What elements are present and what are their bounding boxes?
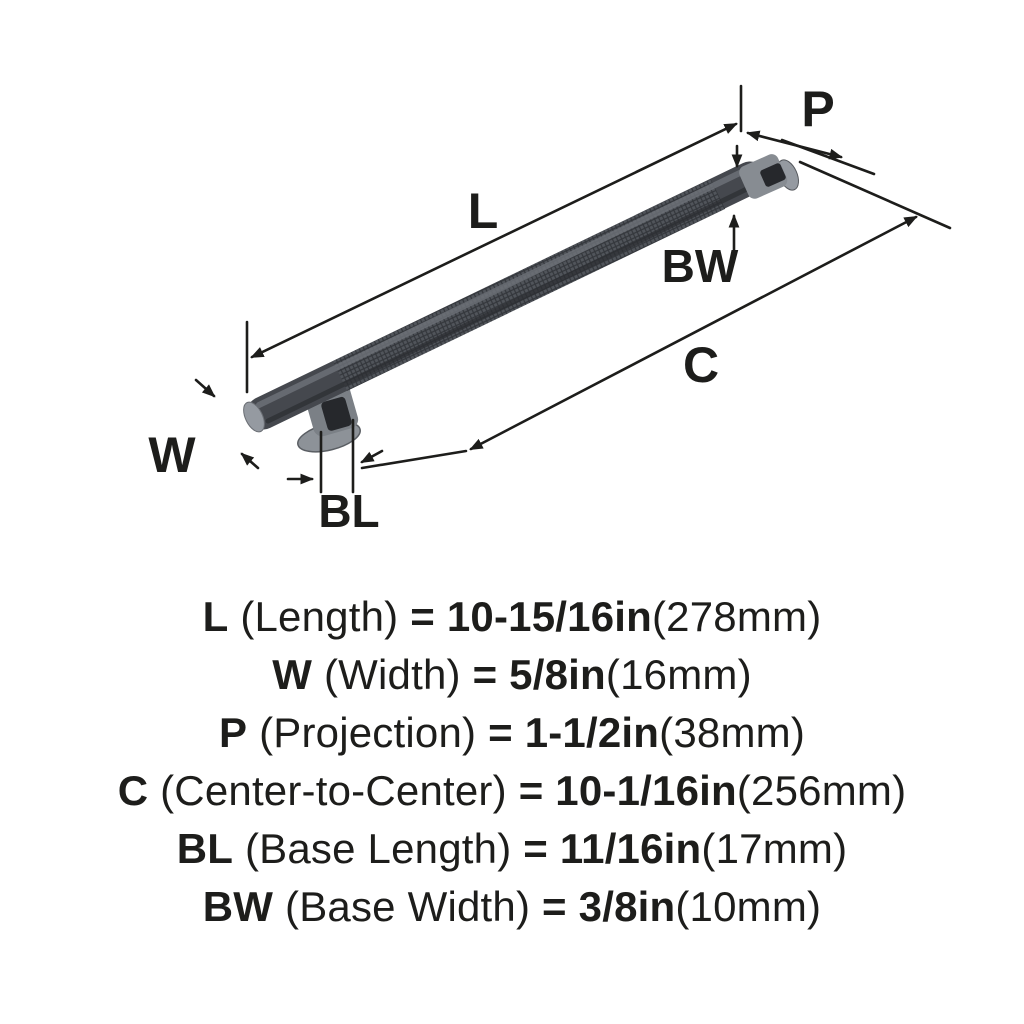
handle-right-post <box>739 154 799 199</box>
dimension-lines <box>194 84 952 494</box>
spec-name: (Projection) <box>259 709 477 756</box>
handle-left-post <box>297 377 361 453</box>
spec-metric: (16mm) <box>605 651 752 698</box>
spec-equals: = <box>518 767 544 814</box>
spec-metric: (256mm) <box>736 767 907 814</box>
arrow-BL-right <box>360 449 384 464</box>
spec-value: 11/16in <box>559 825 702 872</box>
spec-metric: (17mm) <box>701 825 848 872</box>
spec-line-base-width: BW (Base Width) = 3/8in(10mm) <box>0 878 1024 936</box>
dimension-diagram: L P BW C W BL <box>148 81 952 537</box>
spec-line-projection: P (Projection) = 1-1/2in(38mm) <box>0 704 1024 762</box>
spec-equals: = <box>472 651 498 698</box>
label-base-width: BW <box>662 240 739 292</box>
spec-value: 1-1/2in <box>524 709 660 756</box>
spec-name: (Length) <box>240 593 399 640</box>
spec-equals: = <box>410 593 435 640</box>
spec-symbol: BW <box>202 883 274 930</box>
spec-symbol: L <box>202 593 229 640</box>
label-projection: P <box>801 81 834 137</box>
left-post-slot <box>321 396 352 431</box>
dimension-labels: L P BW C W BL <box>148 81 834 537</box>
spec-line-width: W (Width) = 5/8in(16mm) <box>0 646 1024 704</box>
spec-symbol: W <box>272 651 313 698</box>
spec-value: 10-1/16in <box>555 767 737 814</box>
spec-metric: (278mm) <box>651 593 822 640</box>
handle-end-face <box>243 401 265 433</box>
spec-name: (Center-to-Center) <box>160 767 507 814</box>
handle-pull <box>243 154 799 453</box>
spec-metric: (38mm) <box>659 709 806 756</box>
spec-line-base-length: BL (Base Length) = 11/16in(17mm) <box>0 820 1024 878</box>
arrow-W-bottom <box>240 452 260 470</box>
spec-name: (Base Length) <box>244 825 512 872</box>
extension-line-C-right <box>798 160 952 230</box>
dimension-specs: L (Length) = 10-15/16in(278mm) W (Width)… <box>0 588 1024 936</box>
extension-line-C-left <box>360 449 468 470</box>
spec-symbol: BL <box>176 825 234 872</box>
right-post-slot <box>760 163 786 187</box>
spec-value: 3/8in <box>578 883 676 930</box>
label-center-to-center: C <box>683 337 719 393</box>
dimension-line-C <box>469 215 918 451</box>
spec-equals: = <box>542 883 567 930</box>
spec-equals: = <box>523 825 549 872</box>
spec-symbol: P <box>218 709 248 756</box>
spec-name: (Width) <box>323 651 461 698</box>
handle-bottom-shadow <box>265 183 756 424</box>
spec-symbol: C <box>117 767 149 814</box>
label-width: W <box>148 427 196 483</box>
spec-value: 10-15/16in <box>446 593 652 640</box>
dimension-line-P <box>746 130 843 160</box>
spec-metric: (10mm) <box>675 883 822 930</box>
spec-line-center-to-center: C (Center-to-Center) = 10-1/16in(256mm) <box>0 762 1024 820</box>
spec-line-length: L (Length) = 10-15/16in(278mm) <box>0 588 1024 646</box>
label-length: L <box>468 183 499 239</box>
arrow-W-top <box>194 378 216 398</box>
label-base-length: BL <box>318 485 379 537</box>
spec-equals: = <box>488 709 513 756</box>
spec-value: 5/8in <box>509 651 606 698</box>
spec-name: (Base Width) <box>285 883 531 930</box>
